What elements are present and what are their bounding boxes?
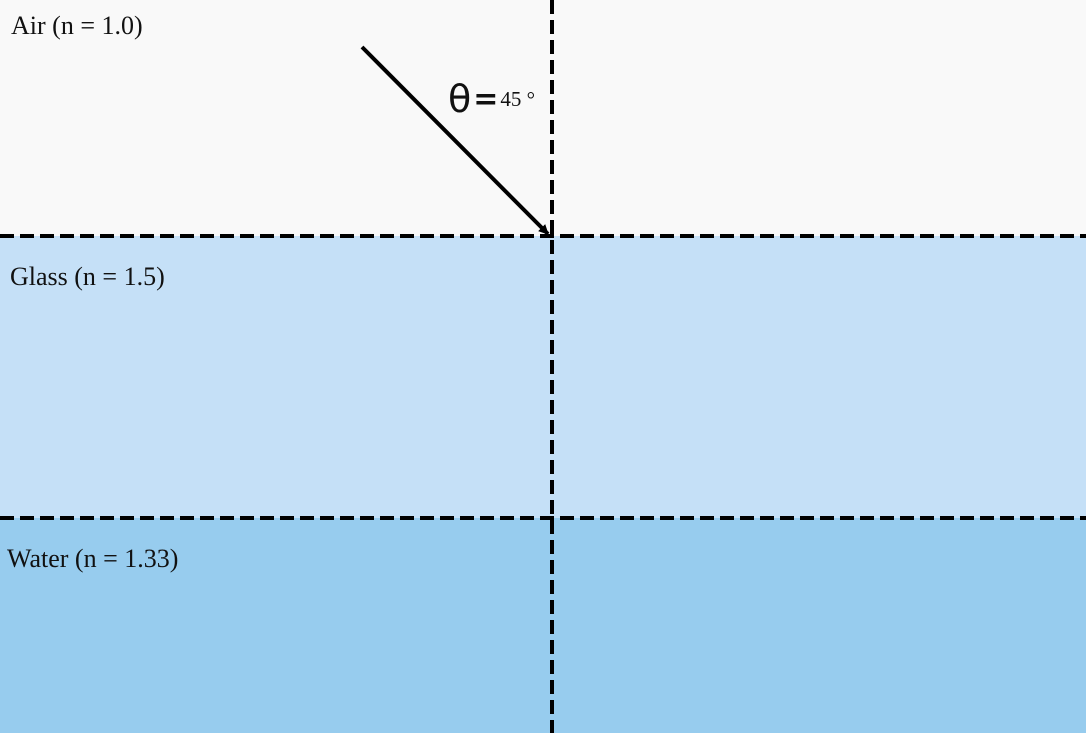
incident-ray: [360, 45, 550, 236]
water-layer: [0, 518, 1086, 733]
air-layer: [0, 0, 1086, 236]
equals-sign: =: [473, 82, 499, 117]
incident-angle-label: θ=45 °: [448, 80, 535, 118]
air-layer-label: Air (n = 1.0): [11, 11, 143, 40]
water-layer-label: Water (n = 1.33): [7, 544, 179, 573]
angle-value: 45 °: [500, 87, 536, 111]
glass-layer-label: Glass (n = 1.5): [10, 262, 165, 291]
glass-layer: [0, 236, 1086, 518]
theta-symbol: θ: [448, 77, 472, 121]
